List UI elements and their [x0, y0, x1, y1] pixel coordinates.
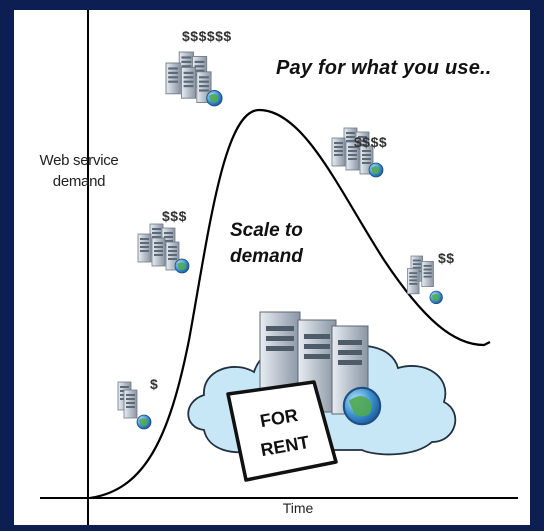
demand-curve-diagram: FOR RENT — [40, 10, 518, 525]
scale-label-line1: Scale to — [230, 220, 303, 241]
diagram-canvas: FOR RENT Pay for what you use.. Scale to… — [14, 10, 530, 525]
headline: Pay for what you use.. — [276, 57, 492, 79]
y-axis-label-line1: Web service — [39, 152, 119, 169]
price-label-2: $$ — [438, 250, 455, 266]
for-rent-sign: FOR RENT — [226, 380, 338, 482]
y-axis-label-line2: demand — [52, 173, 106, 190]
server-cluster-icon-6 — [166, 52, 222, 106]
x-axis-label: Time — [282, 500, 314, 516]
price-label-4: $$$$ — [354, 134, 388, 150]
scale-label-line2: demand — [230, 246, 303, 267]
server-cluster-icon-3 — [138, 224, 189, 273]
globe-icon — [342, 386, 382, 426]
server-cluster-icon-1 — [117, 381, 152, 430]
demand-curve — [89, 108, 491, 500]
price-label-1: $ — [150, 376, 159, 392]
price-label-6: $$$$$$ — [182, 28, 232, 44]
price-label-3: $$$ — [162, 208, 187, 224]
y-axis-label: Web service demand — [20, 150, 138, 192]
